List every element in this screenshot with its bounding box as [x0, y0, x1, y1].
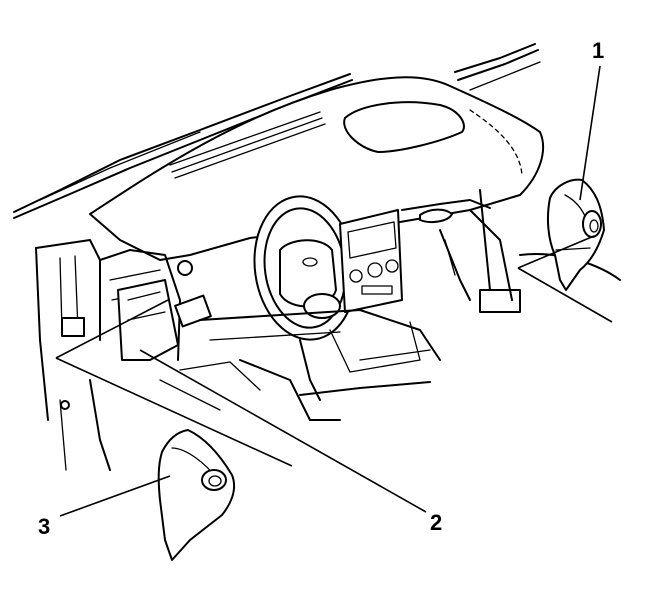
leader-line-2 [139, 349, 427, 513]
leader-line-3-a [55, 299, 169, 359]
leader-line-1-a [517, 235, 595, 269]
callout-label-3: 3 [38, 514, 51, 539]
floor-console [159, 289, 521, 421]
center-stack [339, 209, 403, 313]
callout-label-2: 2 [430, 510, 443, 535]
steering-wheel [253, 195, 357, 401]
leader-line-3 [59, 475, 171, 517]
leader-line-1-b [517, 267, 613, 323]
left-side-cover [157, 429, 236, 561]
right-dash-side [401, 199, 513, 301]
callout-label-1: 1 [592, 38, 605, 63]
right-side-cover [546, 178, 605, 291]
leader-lines [55, 65, 613, 517]
leader-line-1 [579, 65, 601, 201]
leader-line-3-b [55, 357, 293, 467]
left-side-cover-area [117, 260, 212, 361]
